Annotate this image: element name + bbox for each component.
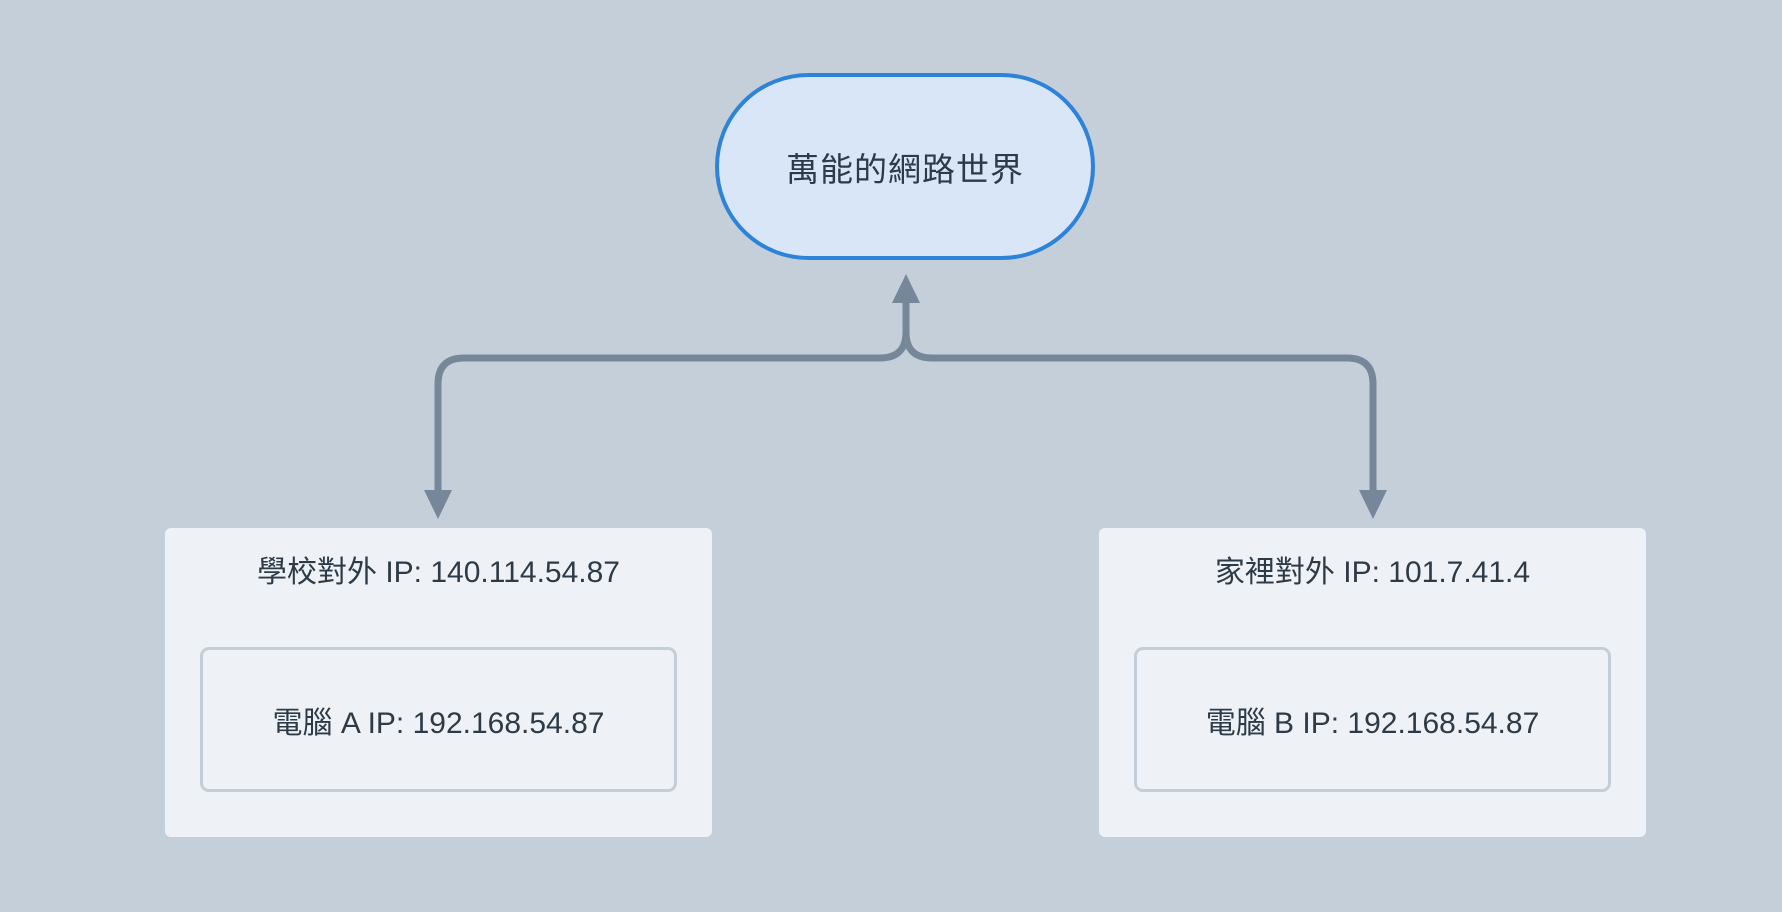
computer-b-node: 電腦 B IP: 192.168.54.87	[1134, 647, 1611, 792]
computer-a-ip-label: 電腦 A IP: 192.168.54.87	[272, 706, 605, 740]
connector-left-branch	[434, 298, 910, 494]
arrowhead-down-right-icon	[1359, 490, 1387, 519]
computer-b-ip-label: 電腦 B IP: 192.168.54.87	[1205, 706, 1540, 740]
site-node-home: 家裡對外 IP: 101.7.41.4 電腦 B IP: 192.168.54.…	[1099, 528, 1646, 837]
computer-a-node: 電腦 A IP: 192.168.54.87	[200, 647, 677, 792]
arrowhead-up-icon	[892, 274, 920, 303]
internet-node: 萬能的網路世界	[715, 73, 1095, 260]
home-external-ip-label: 家裡對外 IP: 101.7.41.4	[1214, 556, 1531, 589]
arrowhead-down-left-icon	[424, 490, 452, 519]
site-node-school: 學校對外 IP: 140.114.54.87 電腦 A IP: 192.168.…	[165, 528, 712, 837]
internet-node-label: 萬能的網路世界	[786, 150, 1024, 188]
school-external-ip-label: 學校對外 IP: 140.114.54.87	[257, 556, 620, 589]
connector-right-branch	[902, 298, 1377, 494]
